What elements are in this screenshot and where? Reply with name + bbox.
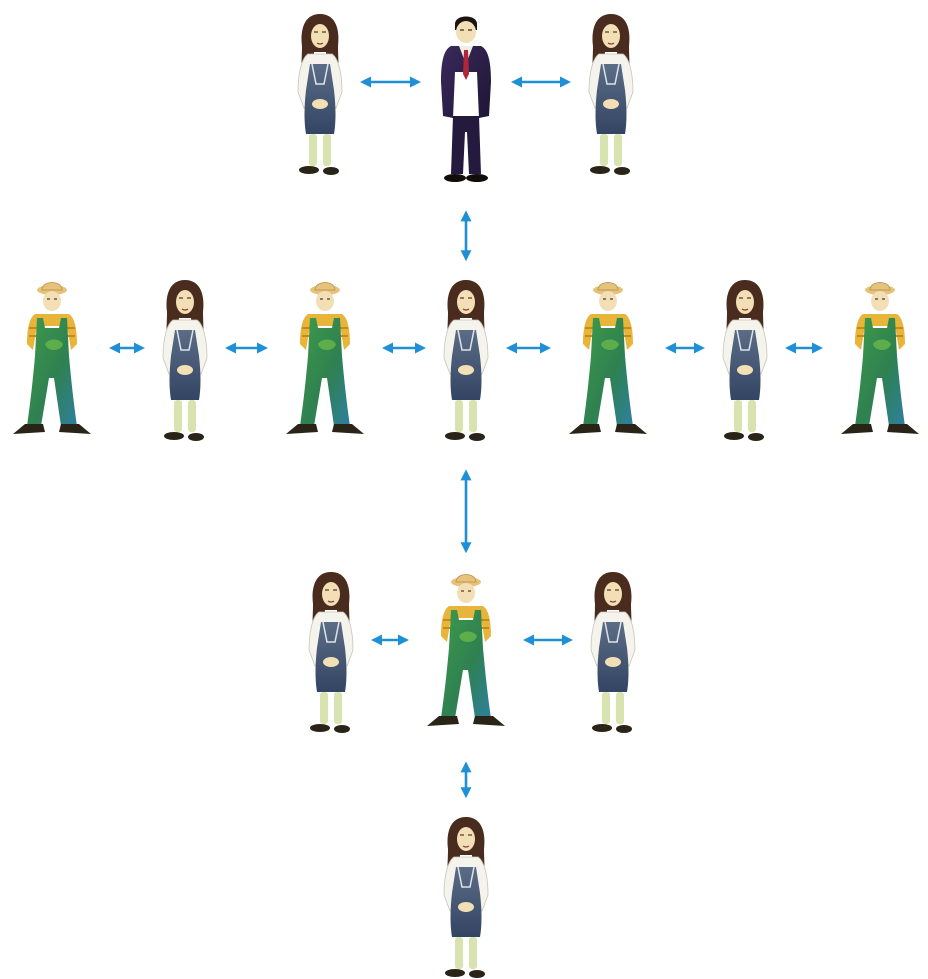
farmer-in-overalls-icon — [569, 282, 647, 434]
double-headed-arrow — [109, 342, 145, 354]
arrows-layer — [109, 76, 823, 799]
woman-in-apron-icon — [590, 572, 636, 733]
farmer-in-overalls-icon — [286, 282, 364, 434]
double-headed-arrow — [460, 210, 472, 262]
woman-in-apron-icon — [162, 280, 208, 441]
double-headed-arrow — [665, 342, 705, 354]
double-headed-arrow — [360, 76, 421, 88]
woman-in-apron-icon — [722, 280, 768, 441]
double-headed-arrow — [225, 342, 268, 354]
double-headed-arrow — [382, 342, 426, 354]
businessman-in-suit-icon — [441, 16, 491, 182]
double-headed-arrow — [460, 469, 472, 554]
double-headed-arrow — [785, 342, 823, 354]
farmer-in-overalls-icon — [427, 574, 505, 726]
double-headed-arrow — [511, 76, 571, 88]
woman-in-apron-icon — [443, 817, 489, 978]
farmer-in-overalls-icon — [841, 282, 919, 434]
double-headed-arrow — [506, 342, 551, 354]
double-headed-arrow — [523, 634, 573, 646]
woman-in-apron-icon — [443, 280, 489, 441]
figures-layer — [13, 14, 919, 978]
double-headed-arrow — [371, 634, 409, 646]
double-headed-arrow — [460, 761, 472, 799]
woman-in-apron-icon — [297, 14, 343, 175]
farmer-in-overalls-icon — [13, 282, 91, 434]
woman-in-apron-icon — [308, 572, 354, 733]
woman-in-apron-icon — [588, 14, 634, 175]
